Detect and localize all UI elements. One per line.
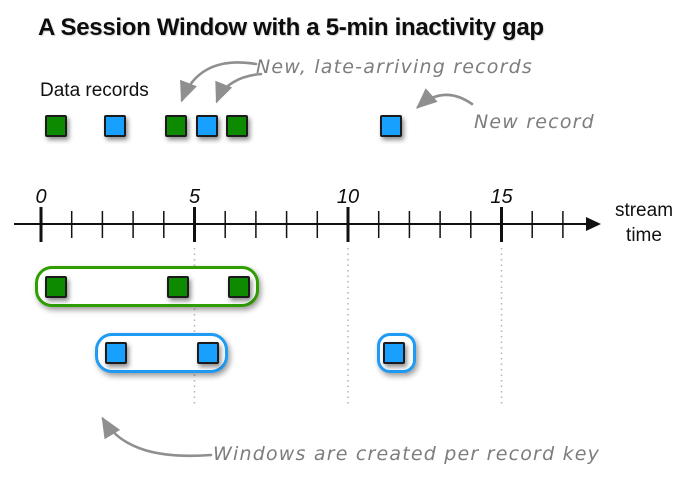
session-window-green — [34, 266, 259, 307]
record-blue-square — [379, 115, 402, 137]
record-green-square — [45, 276, 68, 298]
record-green-square — [226, 115, 249, 137]
stream-time-axis-label: stream time — [602, 198, 686, 248]
record-blue-square — [383, 342, 406, 364]
per-key-annotation: Windows are created per record key — [213, 443, 601, 465]
record-blue-square — [197, 342, 220, 364]
record-blue-square — [195, 115, 218, 137]
record-blue-square — [105, 342, 128, 364]
axis-label-line1: stream — [614, 200, 674, 221]
axis-label-line2: time — [626, 225, 662, 246]
record-green-square — [166, 276, 189, 298]
diagram-title: A Session Window with a 5-min inactivity… — [38, 14, 544, 41]
record-blue-square — [103, 115, 126, 137]
data-records-label: Data records — [40, 80, 149, 101]
record-green-square — [228, 276, 250, 298]
late-records-annotation: New, late-arriving records — [256, 56, 533, 78]
record-green-square — [165, 115, 188, 137]
session-window-blue — [94, 333, 229, 373]
new-record-annotation: New record — [474, 111, 595, 133]
record-green-square — [45, 115, 68, 137]
